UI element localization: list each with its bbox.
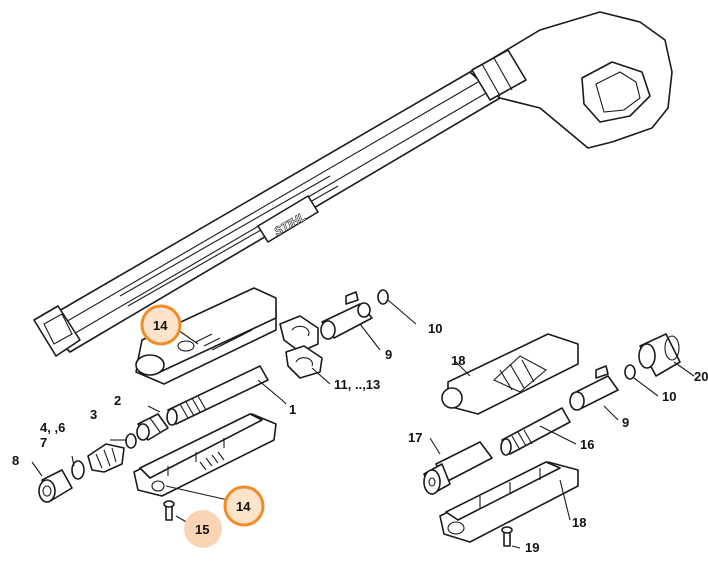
callout-18-lower: 18 [572, 515, 586, 530]
callout-17: 17 [408, 430, 422, 445]
part-9-fitting-upper [320, 291, 373, 340]
callout-14-top: 14 [153, 318, 168, 333]
callout-10-upper: 10 [428, 321, 442, 336]
leader-lines [31, 299, 695, 549]
part-18-upper-shell [441, 333, 579, 415]
part-3-o-ring [125, 433, 137, 449]
part-9-fitting-lower [569, 365, 619, 411]
part-10-o-ring-lower [624, 364, 636, 380]
lance-coupling [471, 49, 527, 101]
part-14-lower-shell [133, 413, 277, 497]
part-11-13-clamp-halves [279, 315, 323, 379]
grip-opening [581, 61, 651, 123]
callout-18-upper: 18 [451, 353, 465, 368]
callout-3: 3 [90, 407, 97, 422]
highlight-circle-14-bottom [223, 485, 265, 527]
callout-19: 19 [525, 540, 539, 555]
lance-tip [33, 305, 81, 357]
callout-20: 20 [694, 369, 708, 384]
callout-1: 1 [289, 402, 296, 417]
part-16-threaded-pipe [500, 407, 571, 456]
part-17-adapter [423, 441, 493, 495]
part-8-nozzle-cap [38, 469, 73, 503]
part-14-upper-shell [135, 287, 277, 385]
part-19-screw [501, 526, 513, 547]
part-18-lower-shell [439, 461, 579, 543]
part-10-o-ring-upper [377, 289, 389, 305]
highlight-circle-14-top [140, 304, 182, 346]
callout-16: 16 [580, 437, 594, 452]
part-15-screw [163, 500, 175, 521]
part-2-adapter [136, 413, 169, 441]
callout-9-lower: 9 [622, 415, 629, 430]
part-7-o-ring [71, 460, 85, 480]
spray-gun-assembly: STIHL [33, 11, 673, 357]
callout-15: 15 [195, 522, 209, 537]
callout-8: 8 [12, 453, 19, 468]
callout-14-bottom: 14 [236, 499, 251, 514]
callout-labels: 14 14 15 2 1 3 4, ,6 7 8 9 10 11, ..,13 … [12, 318, 708, 555]
part-20-end-cap [638, 333, 681, 377]
callout-7: 7 [40, 435, 47, 450]
highlight-circle-15 [184, 510, 222, 548]
part-4-6-nozzle [87, 443, 125, 473]
callout-11-13: 11, ..,13 [334, 377, 380, 392]
logo-plate [257, 195, 319, 243]
callout-10-lower: 10 [662, 389, 676, 404]
callout-4-6: 4, ,6 [40, 420, 65, 435]
part-1-threaded-pipe [166, 365, 269, 426]
callout-2: 2 [114, 393, 121, 408]
callout-9-upper: 9 [385, 347, 392, 362]
